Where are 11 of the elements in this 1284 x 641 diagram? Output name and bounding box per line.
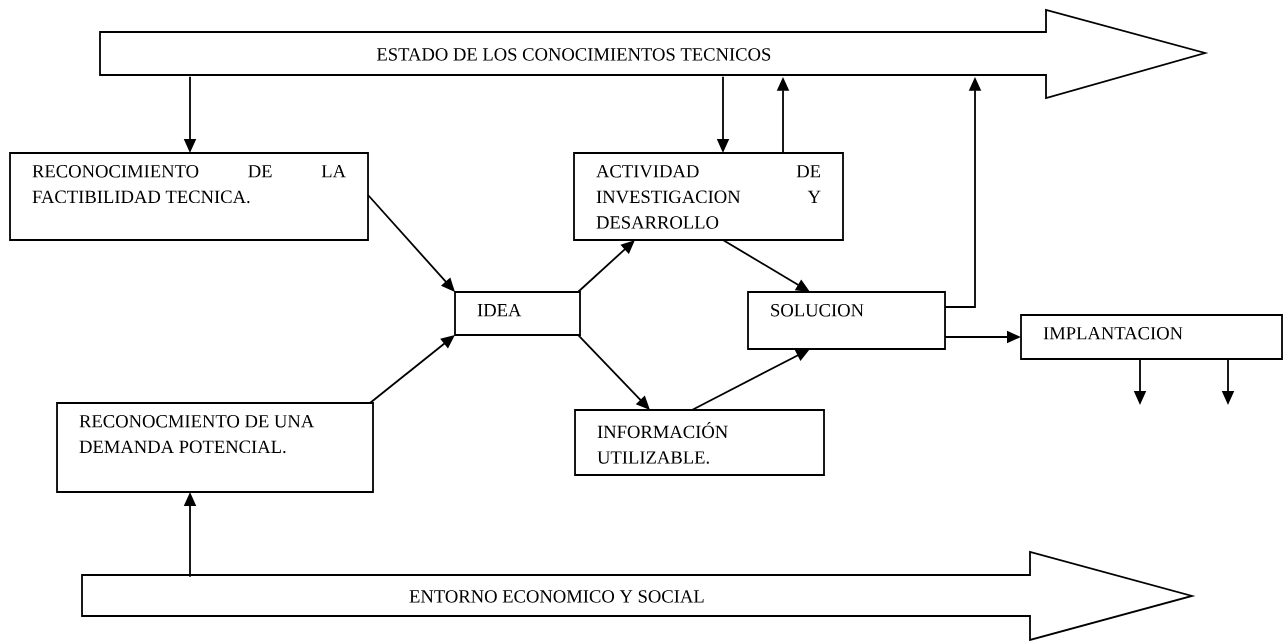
arrow [577, 240, 635, 293]
process-box: IMPLANTACION [1020, 314, 1283, 360]
process-box: SOLUCION [747, 291, 946, 350]
arrow [369, 335, 455, 404]
process-box: RECONOCMIENTO DE UNA DEMANDA POTENCIAL. [56, 402, 374, 493]
process-box: ACTIVIDAD DE INVESTIGACION Y DESARROLLO [573, 152, 844, 241]
process-box: INFORMACIÓN UTILIZABLE. [574, 409, 825, 476]
process-box: RECONOCIMIENTO DE LA FACTIBILIDAD TECNICA. [9, 152, 369, 241]
process-box: IDEA [454, 291, 581, 336]
arrow [367, 194, 455, 292]
arrow [577, 334, 650, 410]
